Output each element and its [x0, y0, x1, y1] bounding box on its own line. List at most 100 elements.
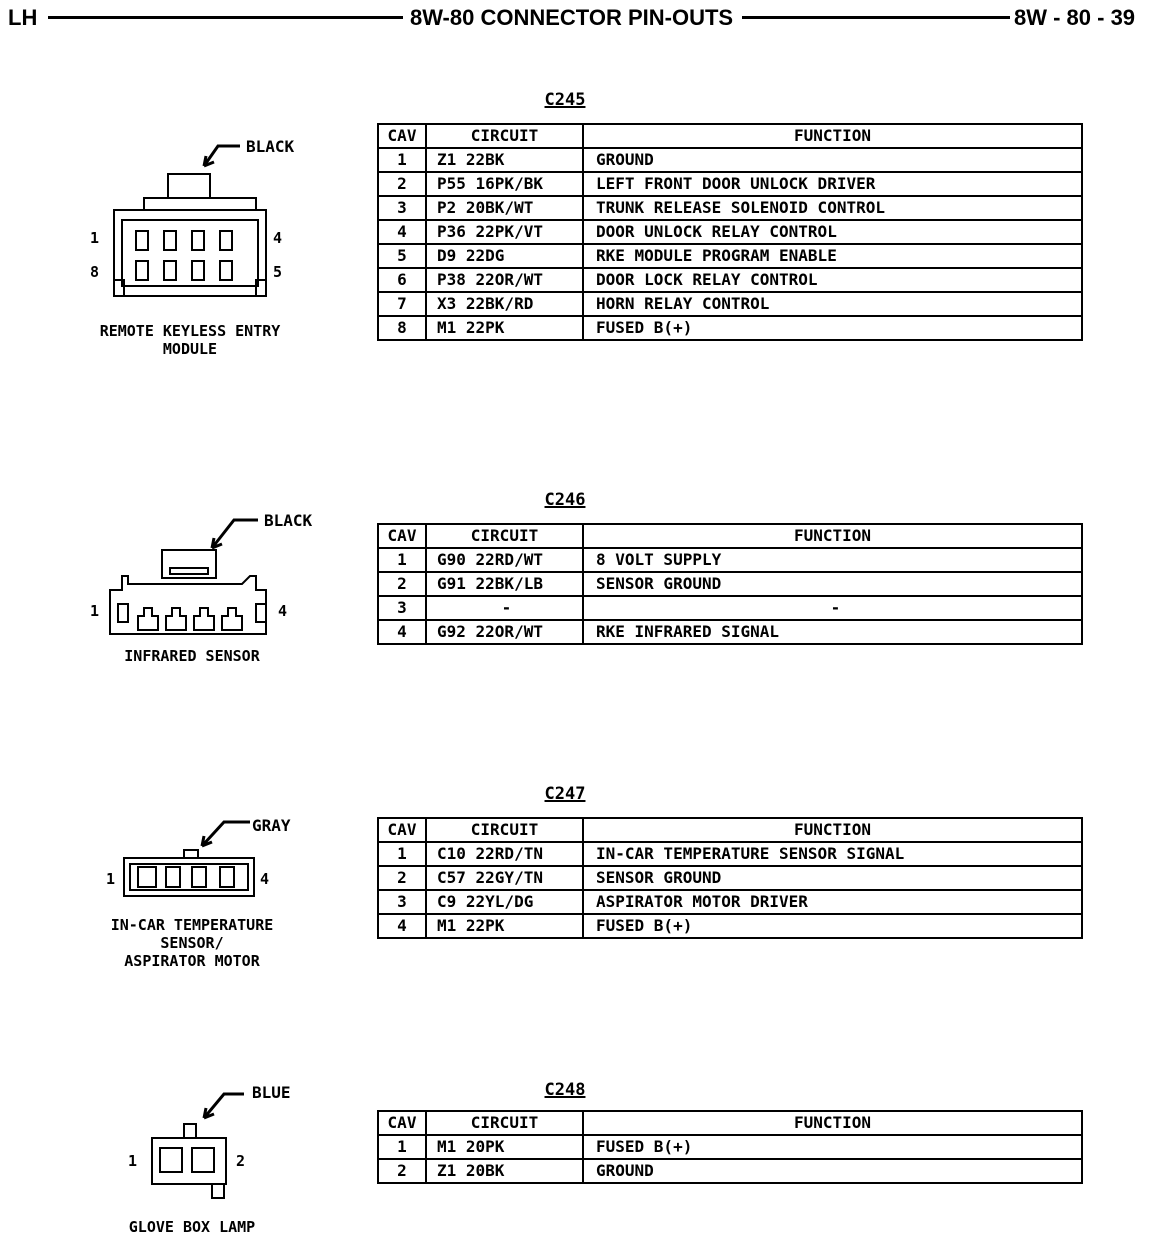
- circuit-cell: C57 22GY/TN: [425, 865, 584, 891]
- function-cell: HORN RELAY CONTROL: [582, 291, 1083, 317]
- connector-id: C245: [544, 90, 586, 110]
- col-header-cav: CAV: [377, 523, 427, 549]
- cav-cell: 7: [377, 291, 427, 317]
- connector-name-line: INFRARED SENSOR: [124, 647, 260, 665]
- pin-label: 4: [278, 602, 288, 620]
- connector-name-line: ASPIRATOR MOTOR: [124, 952, 260, 970]
- circuit-cell: P38 22OR/WT: [425, 267, 584, 293]
- cav-cell: 4: [377, 219, 427, 245]
- connector-name-line: GLOVE BOX LAMP: [128, 1218, 256, 1236]
- connector-color: BLACK: [264, 511, 313, 530]
- cav-cell: 3: [377, 889, 427, 915]
- function-cell: RKE INFRARED SIGNAL: [582, 619, 1083, 645]
- connector-id: C248: [544, 1080, 586, 1100]
- connector-color: BLACK: [246, 137, 295, 156]
- cav-cell: 3: [377, 195, 427, 221]
- circuit-cell: M1 20PK: [425, 1134, 584, 1160]
- circuit-cell: M1 22PK: [425, 315, 584, 341]
- function-cell: LEFT FRONT DOOR UNLOCK DRIVER: [582, 171, 1083, 197]
- connector-name-line: IN-CAR TEMPERATURE: [110, 916, 274, 934]
- col-header-cav: CAV: [377, 123, 427, 149]
- circuit-cell: M1 22PK: [425, 913, 584, 939]
- cav-cell: 3: [377, 595, 427, 621]
- function-cell: GROUND: [582, 1158, 1083, 1184]
- connector-name: IN-CAR TEMPERATURE SENSOR/ ASPIRATOR MOT…: [60, 916, 324, 970]
- function-cell: FUSED B(+): [582, 913, 1083, 939]
- cav-cell: 1: [377, 1134, 427, 1160]
- col-header-function: FUNCTION: [582, 817, 1083, 843]
- connector-name: REMOTE KEYLESS ENTRY MODULE: [60, 322, 320, 358]
- function-cell: DOOR UNLOCK RELAY CONTROL: [582, 219, 1083, 245]
- connector-id: C246: [544, 490, 586, 510]
- page-number: 8W - 80 - 39: [1014, 4, 1136, 32]
- cav-cell: 4: [377, 913, 427, 939]
- pin-label: 2: [236, 1152, 246, 1170]
- connector-8pin-diagram-icon: [113, 144, 267, 297]
- cav-cell: 2: [377, 171, 427, 197]
- pin-label: 1: [90, 602, 100, 620]
- connector-id: C247: [544, 784, 586, 804]
- col-header-circuit: CIRCUIT: [425, 1110, 584, 1136]
- circuit-cell: Z1 22BK: [425, 147, 584, 173]
- header-rule-right: [742, 16, 1010, 19]
- connector-2pin-diagram-icon: [151, 1092, 244, 1199]
- circuit-cell: G92 22OR/WT: [425, 619, 584, 645]
- connector-4pin-inline-diagram-icon: [123, 820, 255, 897]
- function-cell: GROUND: [582, 147, 1083, 173]
- table-row: 3--: [377, 595, 1083, 621]
- col-header-circuit: CIRCUIT: [425, 123, 584, 149]
- circuit-cell: D9 22DG: [425, 243, 584, 269]
- col-header-cav: CAV: [377, 817, 427, 843]
- pin-label: 8: [90, 263, 100, 281]
- cav-cell: 1: [377, 147, 427, 173]
- cav-cell: 6: [377, 267, 427, 293]
- col-header-function: FUNCTION: [582, 123, 1083, 149]
- pin-label: 1: [90, 229, 100, 247]
- connector-name-line: REMOTE KEYLESS ENTRY: [99, 322, 281, 340]
- connector-name-line: SENSOR/: [160, 934, 224, 952]
- circuit-cell: G90 22RD/WT: [425, 547, 584, 573]
- function-cell: DOOR LOCK RELAY CONTROL: [582, 267, 1083, 293]
- function-cell: IN-CAR TEMPERATURE SENSOR SIGNAL: [582, 841, 1083, 867]
- circuit-cell: Z1 20BK: [425, 1158, 584, 1184]
- header-rule-left: [48, 16, 403, 19]
- function-cell: -: [582, 595, 1083, 621]
- pin-label: 4: [260, 870, 270, 888]
- connector-color: BLUE: [252, 1083, 291, 1102]
- circuit-cell: C10 22RD/TN: [425, 841, 584, 867]
- pin-label: 1: [106, 870, 116, 888]
- function-cell: FUSED B(+): [582, 1134, 1083, 1160]
- cav-cell: 5: [377, 243, 427, 269]
- circuit-cell: P55 16PK/BK: [425, 171, 584, 197]
- page-title: 8W-80 CONNECTOR PIN-OUTS: [410, 4, 734, 32]
- function-cell: ASPIRATOR MOTOR DRIVER: [582, 889, 1083, 915]
- function-cell: RKE MODULE PROGRAM ENABLE: [582, 243, 1083, 269]
- circuit-cell: C9 22YL/DG: [425, 889, 584, 915]
- col-header-circuit: CIRCUIT: [425, 523, 584, 549]
- connector-name: INFRARED SENSOR: [60, 647, 324, 665]
- col-header-function: FUNCTION: [582, 1110, 1083, 1136]
- col-header-function: FUNCTION: [582, 523, 1083, 549]
- function-cell: FUSED B(+): [582, 315, 1083, 341]
- cav-cell: 2: [377, 1158, 427, 1184]
- cav-cell: 2: [377, 571, 427, 597]
- cav-cell: 1: [377, 841, 427, 867]
- connector-color: GRAY: [252, 816, 291, 835]
- circuit-cell: X3 22BK/RD: [425, 291, 584, 317]
